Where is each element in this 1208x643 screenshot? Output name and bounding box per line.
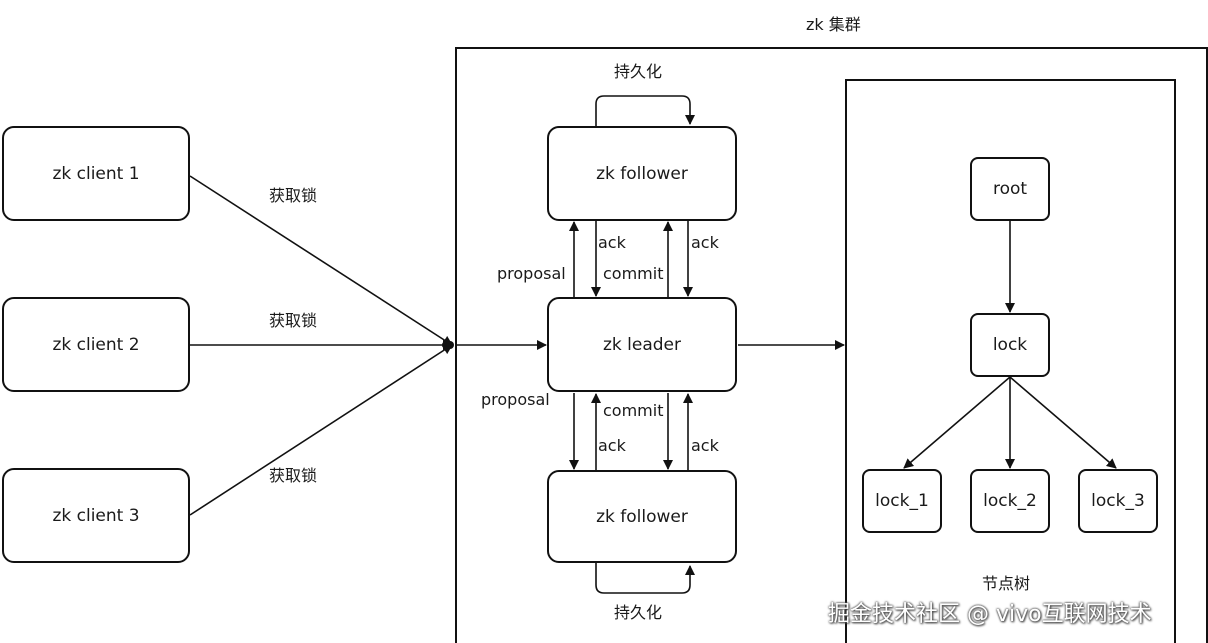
- tree-title: 节点树: [982, 574, 1031, 593]
- lower-commit-label: commit: [603, 401, 664, 420]
- lower-proposal-label: proposal: [481, 390, 550, 409]
- persist-label-top: 持久化: [614, 62, 663, 81]
- upper-proposal-label: proposal: [497, 264, 566, 283]
- zk-cluster-frame: [455, 47, 1208, 643]
- bottom-persist-loop: [595, 563, 695, 594]
- client-node-1: zk client 1: [2, 126, 190, 221]
- follower-node-top: zk follower: [547, 126, 737, 221]
- tree-node-lock-1: lock_1: [862, 469, 942, 533]
- client-node-3: zk client 3: [2, 468, 190, 563]
- lower-ack-label-right: ack: [691, 436, 719, 455]
- upper-ack-label-right: ack: [691, 233, 719, 252]
- client-node-2: zk client 2: [2, 297, 190, 392]
- lock-edge-label-2: 获取锁: [269, 311, 318, 330]
- tree-node-lock-3: lock_3: [1078, 469, 1158, 533]
- cluster-title: zk 集群: [806, 15, 861, 34]
- lock-edge-label-3: 获取锁: [269, 466, 318, 485]
- follower-node-bottom: zk follower: [547, 470, 737, 563]
- watermark: 掘金技术社区 @ vivo互联网技术: [828, 602, 1152, 627]
- lower-ack-label-left: ack: [598, 436, 626, 455]
- leader-node: zk leader: [547, 297, 737, 392]
- lock-to-lock1-edge: [903, 376, 1011, 469]
- node-tree-frame: [845, 79, 1176, 643]
- client1-edge: [189, 175, 453, 346]
- tree-node-root: root: [970, 157, 1050, 221]
- tree-node-lock-2: lock_2: [970, 469, 1050, 533]
- client3-edge: [189, 344, 453, 516]
- top-persist-loop: [595, 95, 695, 126]
- cluster-entry-junction: [446, 341, 454, 349]
- upper-ack-label-left: ack: [598, 233, 626, 252]
- upper-commit-label: commit: [603, 264, 664, 283]
- tree-node-lock: lock: [970, 313, 1050, 377]
- persist-label-bottom: 持久化: [614, 603, 663, 622]
- lock-edge-label-1: 获取锁: [269, 186, 318, 205]
- lock-to-lock3-edge: [1009, 376, 1117, 469]
